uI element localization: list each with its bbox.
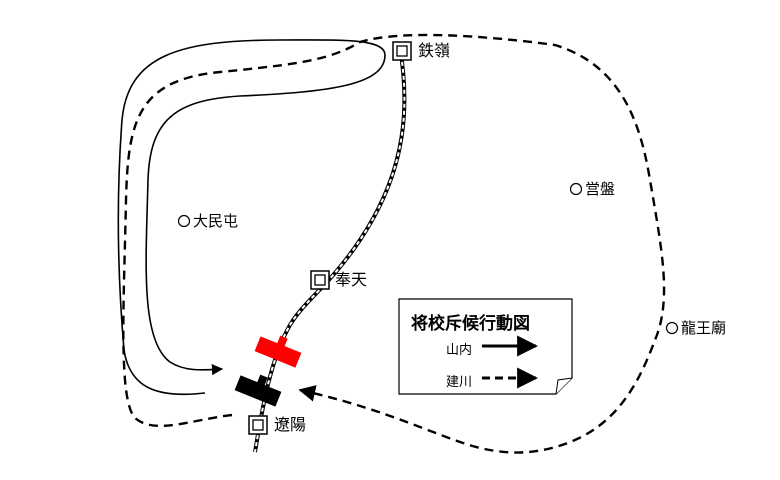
station-label-tieling: 鉄嶺 [418, 41, 451, 60]
red-unit-marker [254, 335, 302, 368]
place-label-longwangmiao: 龍王廟 [681, 319, 727, 337]
station-label-fengtian: 奉天 [335, 270, 368, 289]
place-marker-yingpan [569, 182, 583, 196]
station-label-liaoyang: 遼陽 [274, 415, 307, 434]
black-unit-marker [234, 374, 282, 407]
place-label-damintun: 大民屯 [193, 212, 239, 230]
legend-label-yamauchi: 山内 [446, 343, 473, 358]
tatekawa-route [122, 33, 666, 454]
legend-title: 将校斥候行動図 [411, 314, 530, 334]
place-marker-longwangmiao [665, 321, 679, 335]
legend-label-tatekawa: 建川 [446, 375, 473, 390]
place-marker-damintun [177, 214, 191, 228]
station-marker-liaoyang [248, 415, 268, 435]
station-marker-fengtian [310, 270, 330, 290]
yamauchi-route [117, 39, 386, 396]
legend-box [398, 298, 573, 395]
station-marker-tieling [392, 41, 412, 61]
place-label-yingpan: 営盤 [585, 180, 616, 198]
